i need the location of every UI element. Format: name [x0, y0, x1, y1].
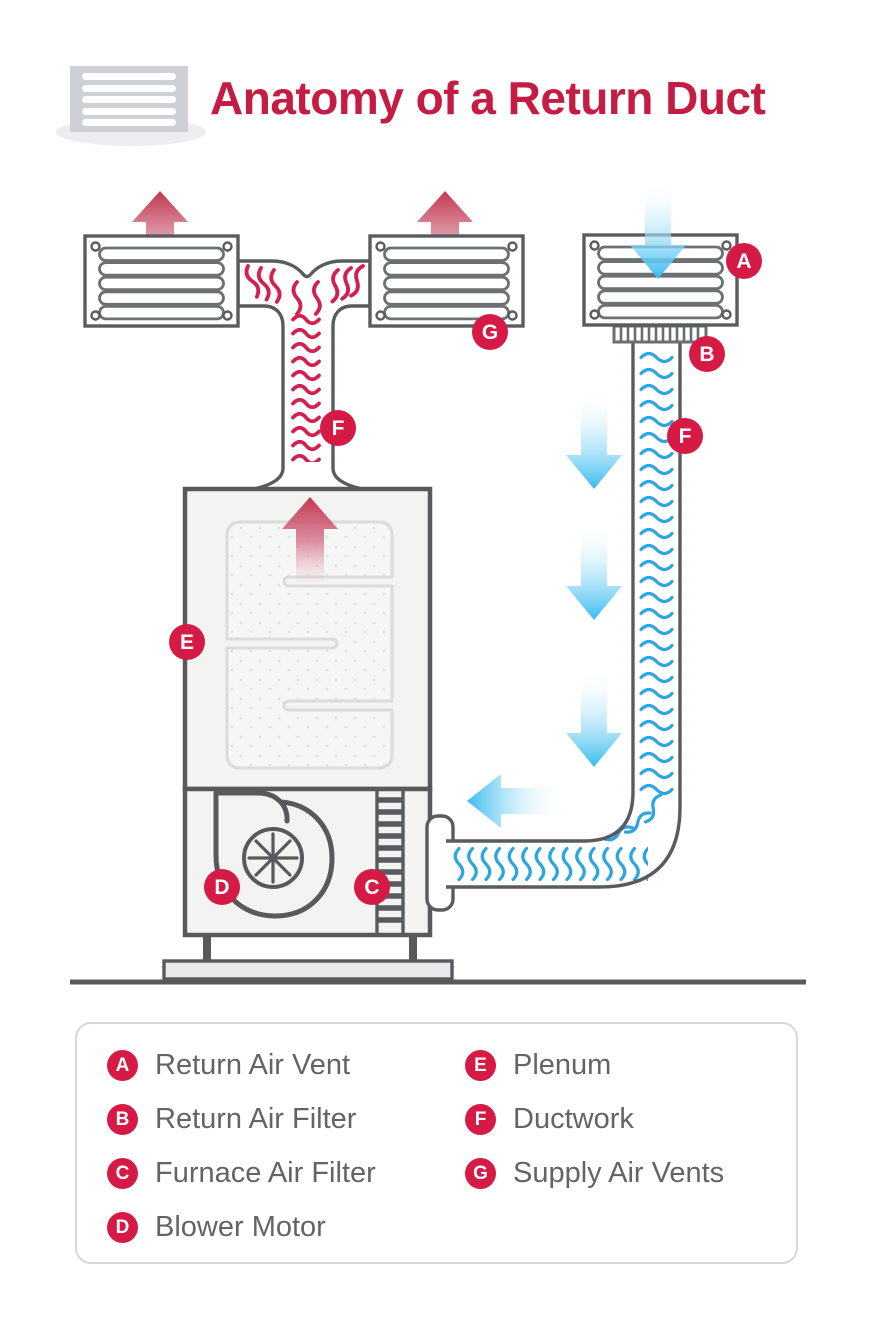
badge-letter: F	[678, 424, 692, 448]
cool-air-squiggles-horizontal	[452, 845, 648, 883]
badge-letter: D	[214, 875, 230, 899]
vent-grille-icon	[70, 66, 188, 132]
legend-column-1: A Return Air Vent B Return Air Filter C …	[107, 1038, 376, 1254]
diagram-badge-return-air-vent: A	[726, 243, 762, 279]
legend-item-supply-air-vents: G Supply Air Vents	[465, 1146, 724, 1200]
diagram-badge-blower-motor: D	[204, 869, 240, 905]
supply-ductwork	[236, 259, 372, 491]
legend-label: Supply Air Vents	[513, 1156, 725, 1189]
legend-badge: A	[107, 1049, 138, 1081]
diagram-badge-furnace-air-filter: C	[354, 869, 390, 905]
badge-letter: G	[481, 320, 499, 344]
vent-icon-slat	[82, 84, 176, 92]
badge-letter: D	[115, 1216, 130, 1238]
legend-item-return-air-filter: B Return Air Filter	[107, 1092, 376, 1146]
legend-badge: C	[107, 1157, 138, 1189]
legend-item-ductwork: F Ductwork	[465, 1092, 724, 1146]
legend-item-return-air-vent: A Return Air Vent	[107, 1038, 376, 1092]
badge-letter: F	[331, 416, 345, 440]
legend-badge: D	[107, 1211, 138, 1243]
supply-air-vent-middle	[370, 236, 523, 326]
badge-letter: C	[364, 875, 380, 899]
warm-air-arrow-middle	[417, 191, 473, 238]
legend-badge: B	[107, 1103, 138, 1135]
warm-air-arrow-left	[132, 191, 188, 238]
legend-badge: E	[465, 1049, 496, 1081]
cool-air-arrow-3	[566, 671, 622, 767]
badge-letter: C	[115, 1162, 130, 1184]
badge-letter: B	[115, 1108, 130, 1130]
legend-badge: G	[465, 1157, 496, 1189]
warm-air-squiggles	[285, 312, 327, 462]
page-title: Anatomy of a Return Duct	[210, 72, 766, 124]
legend-item-furnace-air-filter: C Furnace Air Filter	[107, 1146, 376, 1200]
heat-exchanger	[225, 520, 394, 770]
legend-column-2: E Plenum F Ductwork G Supply Air Vents	[465, 1038, 724, 1200]
diagram-badge-plenum: E	[169, 624, 205, 660]
supply-air-vent-left	[85, 236, 238, 326]
vent-icon-slat	[82, 73, 176, 80]
diagram-badge-return-air-filter: B	[689, 336, 725, 372]
blower-compartment	[182, 786, 433, 938]
legend-label: Blower Motor	[155, 1210, 326, 1243]
badge-letter: E	[179, 630, 194, 654]
badge-letter: E	[474, 1054, 487, 1076]
vent-icon-slat	[82, 96, 176, 104]
return-ductwork	[425, 341, 682, 912]
legend-label: Return Air Filter	[155, 1102, 357, 1135]
badge-letter: G	[473, 1162, 488, 1184]
legend-label: Furnace Air Filter	[155, 1156, 376, 1189]
badge-letter: B	[699, 342, 715, 366]
diagram-badge-supply-air-vents: G	[472, 314, 508, 350]
warm-air-arrow-plenum	[282, 497, 338, 585]
vent-icon-slat	[82, 107, 176, 115]
diagram-badge-ductwork-return: F	[667, 418, 703, 454]
cool-air-squiggles-vertical	[636, 349, 677, 797]
plenum	[182, 486, 433, 792]
diagram-badge-ductwork-supply: F	[320, 410, 356, 446]
legend-box: A Return Air Vent B Return Air Filter C …	[75, 1022, 798, 1264]
vent-icon-slat	[82, 119, 176, 127]
legend-badge: F	[465, 1103, 496, 1135]
badge-letter: A	[736, 249, 752, 273]
legend-label: Return Air Vent	[155, 1048, 351, 1081]
return-air-filter	[612, 324, 708, 344]
badge-letter: A	[115, 1054, 130, 1076]
cool-air-arrow-2	[566, 524, 622, 620]
legend-item-blower-motor: D Blower Motor	[107, 1200, 376, 1254]
legend-label: Plenum	[513, 1048, 612, 1081]
legend-item-plenum: E Plenum	[465, 1038, 724, 1092]
legend-label: Ductwork	[513, 1102, 634, 1135]
cool-air-arrow-1	[566, 393, 622, 489]
cool-air-arrow-into-furnace	[467, 774, 565, 828]
furnace-base	[162, 935, 454, 981]
badge-letter: F	[474, 1108, 487, 1130]
